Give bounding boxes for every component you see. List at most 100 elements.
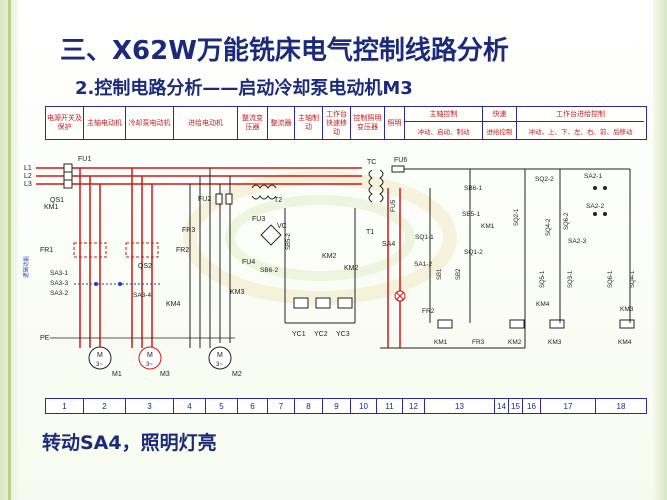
label-SB1: SB1 [437,268,443,280]
label-FR3-ctrl: FR3 [472,339,485,346]
label-SQ4-2: SQ4-2 [546,218,552,236]
side-label: 逻辑功能 [22,255,30,278]
column-number: 8 [295,399,323,413]
label-KM4-interlock: KM4 [536,301,550,308]
circuit-diagram: L1 L2 L3 FU1 QS1 KM1 [22,156,636,378]
label-T2: T2 [274,197,282,204]
label-SQ2-1: SQ2-1 [514,208,520,226]
label-KM3-interlock: KM3 [620,306,634,313]
label-FU1: FU1 [78,156,91,163]
header-cell: 照明 [385,107,405,139]
header-cell: 冷却泵电动机 [126,107,174,139]
label-KM2-coil: KM2 [508,339,522,346]
label-L1: L1 [24,165,32,172]
label-KM4-coil: KM4 [618,339,632,346]
label-FU2: FU2 [198,196,211,203]
label-SB5-2: SB5-2 [286,233,292,250]
header-cell: 进给电动机 [174,107,238,139]
label-SQ6-1: SQ6-1 [608,270,614,288]
label-FR2: FR2 [176,247,189,254]
header-group: 工作台进给控制 冲动，上、下、左、右、前、后移动 [517,107,644,139]
label-VC: VC [277,223,287,230]
column-number: 9 [323,399,351,413]
slide-caption: 转动SA4，照明灯亮 [42,432,217,454]
label-QS1: QS1 [50,197,64,204]
label-SA3-2: SA3-2 [50,290,68,297]
label-M2: M2 [232,371,242,378]
label-FU3: FU3 [252,216,265,223]
column-number: 11 [377,399,403,413]
column-number: 13 [425,399,495,413]
header-cell: 电源开关及保护 [46,107,84,139]
svg-text:M: M [97,352,103,359]
header-cell: 整流变压器 [238,107,268,139]
label-TC: TC [367,159,376,166]
label-T1: T1 [366,229,374,236]
label-FU4: FU4 [242,259,255,266]
label-YC3: YC3 [336,331,350,338]
column-number: 3 [126,399,174,413]
label-SQ2-2: SQ2-2 [535,176,554,183]
label-SQ6-2: SQ6-2 [564,212,570,230]
column-number: 17 [541,399,596,413]
label-YC1: YC1 [292,331,306,338]
label-L3: L3 [24,181,32,188]
label-KM1-aux: KM1 [481,223,495,230]
header-group: 主轴控制 冲动、启动、制动 [405,107,483,139]
svg-text:3~: 3~ [146,362,153,368]
label-SA3-4: SA3-4 [133,292,151,299]
function-header-table: 电源开关及保护 主轴电动机 冷却泵电动机 进给电动机 整流变压器 整流器 主轴制… [45,106,647,140]
svg-text:3~: 3~ [216,362,223,368]
left-decor-bar [0,0,18,500]
label-SA3-1: SA3-1 [50,270,68,277]
label-SA2-1: SA2-1 [584,173,602,180]
column-number: 1 [46,399,84,413]
slide-subtitle: 2.控制电路分析——启动冷却泵电动机M3 [75,78,413,99]
column-number: 6 [238,399,268,413]
label-KM3-main: KM3 [230,289,245,296]
label-FU6: FU6 [394,157,407,164]
column-number: 14 [495,399,509,413]
svg-text:M: M [217,352,223,359]
label-SA2-2: SA2-2 [586,203,604,210]
header-cell: 工作台快速移动 [323,107,351,139]
header-group: 快速 进给控制 [483,107,517,139]
label-QS2: QS2 [138,263,152,270]
column-number: 18 [616,401,626,411]
svg-text:M: M [147,352,153,359]
label-FR2-ctrl: FR2 [422,308,435,315]
header-cell: 主轴制动 [295,107,323,139]
label-FR1: FR1 [40,247,53,254]
label-M3: M3 [160,371,170,378]
label-SQ3-1: SQ3-1 [568,270,574,288]
column-number: 7 [268,399,295,413]
label-YC2: YC2 [314,331,328,338]
label-KM4-main: KM4 [166,301,181,308]
header-cell: 整流器 [268,107,295,139]
label-SB6-1: SB6-1 [464,185,482,192]
column-number: 2 [84,399,126,413]
label-KM1-main: KM1 [44,204,59,211]
label-L2: L2 [24,173,32,180]
label-SQ1-1: SQ1-1 [415,234,434,241]
column-number: 16 [523,399,541,413]
label-KM2-aux: KM2 [322,253,337,260]
header-cell: 控制照明变压器 [351,107,385,139]
label-SQ4-1: SQ4-1 [630,270,636,288]
control-circuit: SB6-1 SB5-1 KM1 SQ1-1 SQ1-2 SA1-2 SB1 SB… [414,168,636,348]
power-lines: L1 L2 L3 FU1 QS1 KM1 [24,156,362,211]
label-SB6-2: SB6-2 [260,267,278,274]
label-SA2-3: SA2-3 [568,238,586,245]
right-decor-bar [653,0,667,500]
label-SA3-3: SA3-3 [50,280,68,287]
column-number-table: 1 2 3 4 5 6 7 8 9 10 11 12 13 14 15 16 1… [45,398,647,414]
column-number: 15 [509,399,523,413]
column-number: 10 [351,399,377,413]
column-number: 5 [206,399,238,413]
label-SB5-1: SB5-1 [462,211,480,218]
label-FR3: FR3 [182,227,195,234]
column-number: 12 [403,399,425,413]
label-SQ1-2: SQ1-2 [464,249,483,256]
control-transformer-section: TC FU6 FU5 T1 SA4 [366,157,525,349]
